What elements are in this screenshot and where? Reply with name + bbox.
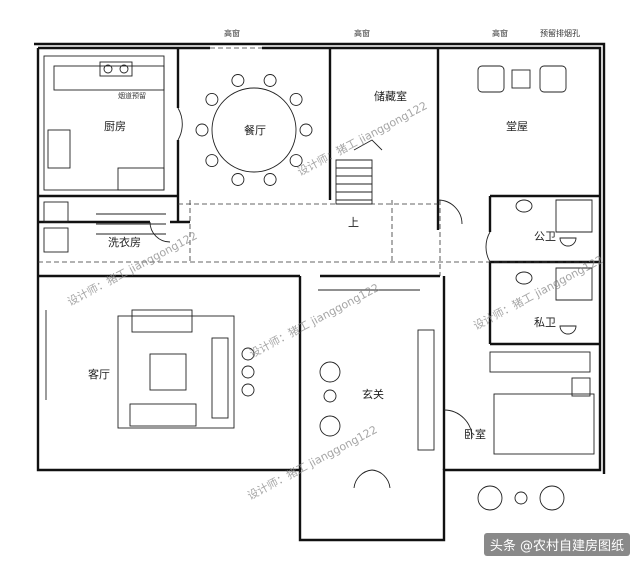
interior-walls [38,48,600,470]
top-window-left-label: 高窗 [224,28,240,38]
watermark-5: 设计师：猪工 jianggong122 [245,423,379,503]
watermarks: 设计师：猪工 jianggong122 设计师：猪工 jianggong122 … [65,99,605,503]
dining-table [195,74,313,186]
dining-chair [263,74,277,87]
watermark-1: 设计师：猪工 jianggong122 [295,99,429,179]
storage-label: 储藏室 [374,89,407,103]
dining-chair [205,154,219,168]
reserved-exhaust-label: 预留排烟孔 [540,28,580,38]
bathroom-fixtures [515,199,593,335]
entrance-furniture [318,289,435,489]
dining-chair [289,154,303,168]
staircase [335,139,383,205]
credit-badge: 头条 @农村自建房图纸 [483,533,630,556]
laundry-fixtures [43,201,166,253]
hall-furniture [477,65,567,93]
dashed-openings [38,47,600,276]
dining-label: 餐厅 [244,123,266,137]
dining-chair [195,123,209,137]
flue-reserved-label: 烟道预留 [118,91,146,100]
kitchen-label: 厨房 [104,120,126,133]
public-bath-label: 公卫 [534,230,556,243]
hall-label: 堂屋 [506,120,528,133]
entrance-label: 玄关 [362,387,384,401]
dining-chair [231,74,245,87]
dining-chair [263,173,277,186]
living-room-furniture [45,309,255,429]
laundry-label: 洗衣房 [108,235,141,249]
watermark-3: 设计师：猪工 jianggong122 [247,281,381,361]
dining-chair [289,92,303,106]
top-window-mid-label: 高窗 [354,28,370,38]
outer-walls [34,42,606,542]
stairs-up-label: 上 [348,216,359,229]
kitchen-fixtures [43,55,165,191]
private-bath-label: 私卫 [534,316,556,329]
living-label: 客厅 [88,367,110,381]
room-labels: 高窗 高窗 高窗 预留排烟孔 烟道预留 厨房 餐厅 储藏室 堂屋 洗衣房 上 公… [88,28,580,441]
bedroom-furniture [477,351,595,511]
doors [149,107,491,439]
bedroom-label: 卧室 [464,427,486,441]
dining-chair [299,123,313,137]
top-window-right-label: 高窗 [492,28,508,38]
dining-chair [231,173,245,186]
dining-chair [205,92,219,106]
